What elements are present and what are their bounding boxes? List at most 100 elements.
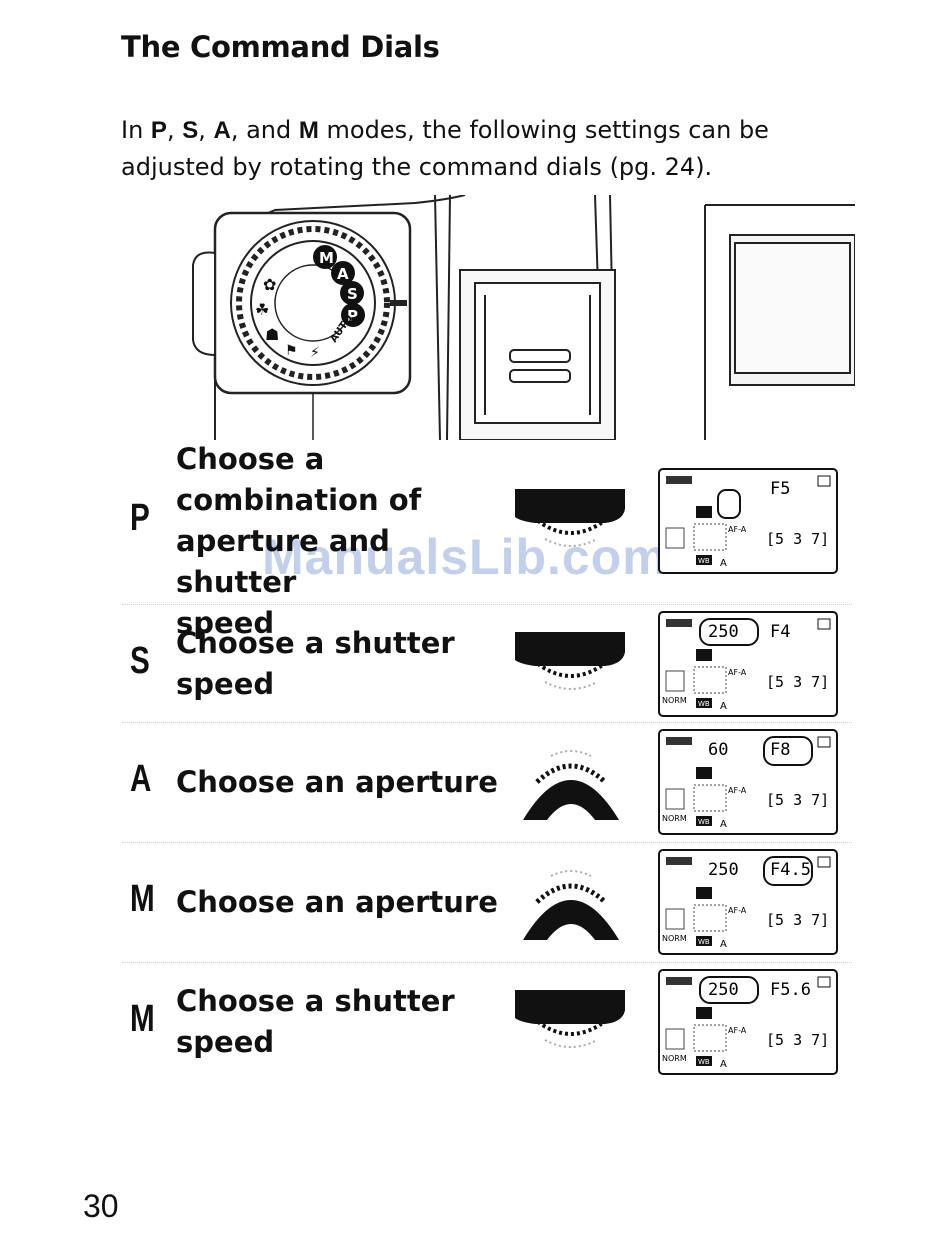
lcd-wb-box — [696, 1056, 712, 1066]
lcd-exposure-count: [5 3 7] — [766, 673, 829, 691]
svg-text:☘: ☘ — [255, 300, 269, 319]
mode-description: Choose a shutter speed — [176, 981, 506, 1063]
camera-top-illustration: M A S P AUTO ✿ ☘ ☗ ⚑ ⚡ — [192, 195, 855, 440]
mode-letter: S — [130, 640, 150, 682]
lcd-wb-label: WB — [698, 1058, 710, 1066]
lcd-aperture: F4 — [770, 622, 790, 642]
lcd-aperture: F5 — [770, 479, 790, 499]
mode-description: Choose an aperture — [176, 762, 506, 803]
description-line: Choose a — [176, 442, 325, 476]
lcd-wb-value: A — [720, 701, 727, 712]
lcd-wb-value: A — [720, 558, 727, 569]
lcd-shutter-speed: 250 — [708, 860, 739, 880]
mode-description: Choose a shutter speed — [176, 623, 506, 705]
intro-text: modes, the following settings can be adj… — [121, 116, 769, 181]
dial-label-m: M — [319, 249, 334, 267]
lcd-highlight-ring — [699, 618, 759, 646]
lcd-aperture: F8 — [770, 740, 790, 760]
lcd-wb-value: A — [720, 819, 727, 830]
lcd-wb-box — [696, 936, 712, 946]
sub-command-dial-icon — [523, 750, 619, 820]
lcd-wb-box — [696, 555, 712, 565]
lcd-highlight-ring — [763, 736, 813, 766]
lcd-highlight-ring — [699, 976, 759, 1004]
lcd-wb-value: A — [720, 1059, 727, 1070]
lcd-image-quality: NORM — [662, 934, 687, 943]
sub-command-dial-icon — [523, 870, 619, 940]
lcd-shutter-speed: 250 — [708, 622, 739, 642]
lcd-image-quality: NORM — [662, 814, 687, 823]
description-line: aperture and shutter — [176, 524, 390, 599]
description-line: speed — [176, 606, 275, 640]
description-line: Choose a shutter — [176, 626, 455, 660]
mode-a-label: A — [213, 117, 231, 144]
main-command-dial-icon — [515, 489, 625, 547]
lcd-wb-box — [696, 816, 712, 826]
main-command-dial-icon — [515, 632, 625, 690]
svg-text:⚑: ⚑ — [285, 343, 298, 359]
lcd-panel: 250 F4.5AF-A [5 3 7] NORM WB A — [658, 849, 838, 955]
mode-row: P Choose a combination of aperture and shut… — [122, 440, 852, 640]
watermark: ManualsLib.com — [262, 529, 668, 585]
description-line: combination of — [176, 483, 422, 517]
dial-label-a: A — [337, 265, 349, 283]
main-command-dial-icon — [515, 990, 625, 1048]
mode-description: Choose an aperture — [176, 882, 506, 923]
mode-p-label: P — [150, 117, 167, 144]
lcd-shutter-speed: 250 — [708, 980, 739, 1000]
lcd-wb-box — [696, 698, 712, 708]
description-line: speed — [176, 1025, 275, 1059]
lcd-wb-label: WB — [698, 938, 710, 946]
mode-letter: P — [130, 497, 150, 539]
lcd-aperture: F5.6 — [770, 980, 811, 1000]
intro-separator: , — [166, 116, 183, 144]
lcd-af-mode: AF-A — [728, 525, 747, 534]
description-line: Choose an aperture — [176, 764, 498, 799]
lcd-shutter-speed: 60 — [708, 740, 728, 760]
lcd-af-mode: AF-A — [728, 786, 747, 795]
lcd-image-quality: NORM — [662, 1054, 687, 1063]
mode-s-label: S — [182, 117, 199, 144]
lcd-af-mode: AF-A — [728, 906, 747, 915]
mode-letter: M — [130, 878, 155, 920]
lcd-wb-label: WB — [698, 700, 710, 708]
intro-separator: , — [198, 116, 214, 144]
lcd-exposure-count: [5 3 7] — [766, 1031, 829, 1049]
lcd-exposure-count: [5 3 7] — [766, 530, 829, 548]
page-title: The Command Dials — [121, 30, 440, 64]
lcd-wb-label: WB — [698, 557, 710, 565]
mode-letter: M — [130, 998, 155, 1040]
lcd-highlight-ring — [717, 489, 741, 519]
lcd-exposure-count: [5 3 7] — [766, 911, 829, 929]
lcd-highlight-ring — [763, 856, 813, 886]
description-line: Choose a shutter — [176, 984, 455, 1018]
dial-label-s: S — [347, 285, 358, 303]
lcd-af-mode: AF-A — [728, 1026, 747, 1035]
intro-paragraph: In P, S, A, and M modes, the following s… — [121, 112, 821, 185]
lcd-image-quality: NORM — [662, 696, 687, 705]
svg-text:☗: ☗ — [265, 325, 279, 344]
mode-m-label: M — [298, 117, 319, 144]
svg-text:✿: ✿ — [263, 275, 276, 294]
lcd-wb-value: A — [720, 939, 727, 950]
page-number: 30 — [83, 1188, 119, 1224]
lcd-exposure-count: [5 3 7] — [766, 791, 829, 809]
svg-text:⚡: ⚡ — [310, 345, 320, 361]
lcd-panel: 250 F5.6AF-A [5 3 7] NORM WB A — [658, 969, 838, 1075]
dial-label-p: P — [347, 307, 358, 325]
lcd-wb-label: WB — [698, 818, 710, 826]
mode-description: Choose a combination of aperture and shutt… — [176, 439, 506, 644]
description-line: Choose an aperture — [176, 884, 498, 919]
mode-letter: A — [130, 758, 152, 800]
intro-separator: , and — [230, 116, 299, 144]
lcd-af-mode: AF-A — [728, 668, 747, 677]
description-line: speed — [176, 667, 275, 701]
lcd-aperture: F4.5 — [770, 860, 811, 880]
